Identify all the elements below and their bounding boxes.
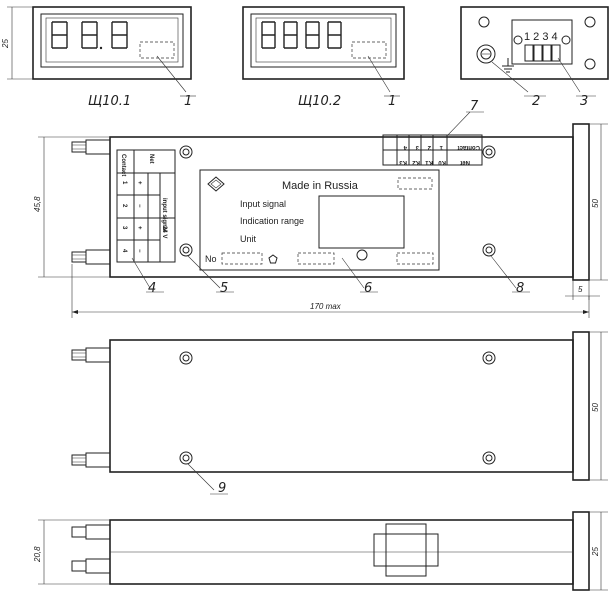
- screw: [179, 243, 193, 257]
- dim-panel-width: 50: [589, 123, 608, 281]
- dim-display-height: 25: [1, 6, 33, 80]
- screw: [179, 351, 193, 365]
- screw: [482, 145, 496, 159]
- input-signal-label: Input signal: [240, 199, 286, 209]
- callout-8: 8: [516, 281, 524, 296]
- nameplate-title: Made in Russia: [282, 180, 359, 192]
- callout-9: 9: [218, 481, 226, 496]
- svg-text:50: 50: [591, 199, 600, 208]
- model-label-1: Щ10.1: [88, 94, 131, 109]
- callout-1b: 1: [388, 94, 396, 109]
- svg-text:K2: K2: [412, 159, 420, 165]
- unit-label: Unit: [240, 234, 257, 244]
- seven-seg-digit: [111, 21, 128, 49]
- bracket: [373, 533, 439, 567]
- callout-1: 1: [184, 94, 192, 109]
- svg-text:4: 4: [403, 144, 407, 150]
- svg-text:Net: Net: [460, 159, 470, 165]
- svg-text:25: 25: [1, 39, 10, 49]
- screw: [482, 243, 496, 257]
- dim-side-height: 20,8: [33, 519, 110, 585]
- dim-side-panel: 50: [589, 331, 608, 481]
- logo-icon: [207, 176, 225, 192]
- indication-window: [318, 195, 405, 249]
- svg-text:K3: K3: [399, 159, 407, 165]
- front-view: [71, 123, 590, 281]
- seven-seg-digit: [81, 21, 103, 50]
- svg-text:−: −: [136, 204, 142, 208]
- contact-table-right: Contact Net 1 2 3 4 K0 K1 K2 K3: [382, 134, 483, 166]
- callout-7: 7: [470, 99, 479, 114]
- svg-text:+: +: [136, 226, 142, 230]
- star-icon: [268, 254, 278, 264]
- unit-window: [139, 41, 175, 59]
- svg-text:3: 3: [121, 226, 127, 230]
- dim-body-height: 45,8: [33, 136, 110, 278]
- svg-text:1: 1: [121, 181, 127, 185]
- svg-text:4: 4: [121, 249, 127, 253]
- display-unit-2: [242, 6, 405, 80]
- indication-range-label: Indication range: [240, 216, 304, 226]
- svg-text:Contact: Contact: [458, 144, 480, 150]
- mounting-stud: [71, 139, 111, 155]
- callout-2: 2: [532, 94, 540, 109]
- svg-text:24 V: 24 V: [161, 226, 167, 238]
- serial-label: No: [205, 254, 217, 264]
- svg-text:−: −: [136, 249, 142, 253]
- screw: [482, 351, 496, 365]
- svg-text:2: 2: [121, 204, 127, 208]
- terminal-block: [511, 19, 573, 65]
- display-unit-1: [32, 6, 192, 80]
- model-label-2: Щ10.2: [298, 94, 341, 109]
- rear-panel: 1 2 3 4: [460, 6, 609, 80]
- svg-text:5: 5: [578, 285, 583, 294]
- svg-text:170 max: 170 max: [310, 302, 342, 311]
- callout-3: 3: [580, 94, 588, 109]
- svg-text:25: 25: [591, 547, 600, 557]
- terminal-numbers: 1 2 3 4: [524, 31, 558, 43]
- svg-text:Contact: Contact: [120, 154, 126, 176]
- svg-text:K0: K0: [438, 159, 446, 165]
- ground-screw: [476, 44, 496, 64]
- svg-text:input signal: input signal: [161, 198, 167, 232]
- svg-text:3: 3: [415, 144, 419, 150]
- svg-text:K1: K1: [425, 159, 433, 165]
- dim-total-length: 170 max: [71, 264, 590, 318]
- svg-text:20,8: 20,8: [33, 546, 42, 563]
- screw: [482, 451, 496, 465]
- contact-table-left: Contact Net input signal 24 V 1 2 3 4 + …: [116, 149, 176, 263]
- svg-text:1: 1: [439, 144, 443, 150]
- svg-text:+: +: [136, 181, 142, 185]
- screw: [179, 451, 193, 465]
- nameplate: Made in Russia Input signal Indication r…: [199, 169, 440, 271]
- callout-5: 5: [220, 281, 228, 296]
- svg-text:Net: Net: [148, 154, 154, 164]
- dim-flange: 5: [565, 280, 600, 300]
- mounting-stud: [71, 249, 111, 265]
- callout-4: 4: [148, 281, 156, 296]
- svg-text:50: 50: [591, 403, 600, 412]
- quality-mark-icon: [356, 249, 368, 261]
- side-view: [71, 511, 590, 591]
- back-view: [71, 331, 590, 481]
- seven-seg-digit: [51, 21, 68, 49]
- callout-6: 6: [364, 281, 372, 296]
- dim-side-panel-height: 25: [589, 511, 608, 591]
- svg-text:2: 2: [427, 144, 431, 150]
- screw: [179, 145, 193, 159]
- svg-text:45,8: 45,8: [33, 196, 42, 212]
